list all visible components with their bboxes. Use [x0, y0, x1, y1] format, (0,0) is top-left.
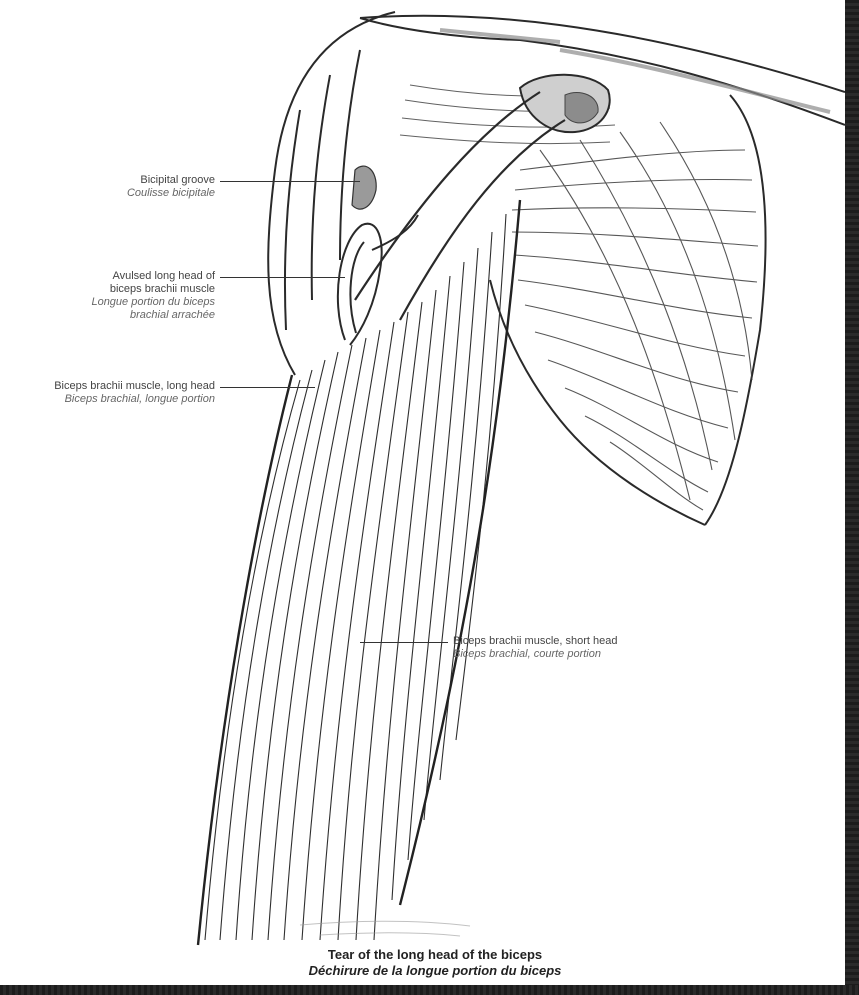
- leader-avulsed-long-head: [220, 277, 345, 278]
- caption-english: Tear of the long head of the biceps: [200, 947, 670, 963]
- label-short-head: Biceps brachii muscle, short head Biceps…: [453, 635, 683, 661]
- arm-contour: [198, 200, 520, 945]
- biceps-fibres: [205, 214, 506, 940]
- label-avulsed-long-head: Avulsed long head of biceps brachii musc…: [40, 270, 215, 322]
- label-long-head: Biceps brachii muscle, long head Biceps …: [0, 380, 215, 406]
- deltoid-outline: [268, 12, 395, 375]
- label-avulsed-en-2: biceps brachii muscle: [40, 283, 215, 296]
- leader-bicipital-groove: [220, 181, 360, 182]
- leader-long-head: [220, 387, 315, 388]
- label-bicipital-groove-en: Bicipital groove: [80, 174, 215, 187]
- lower-shadow: [300, 921, 470, 936]
- label-bicipital-groove-fr: Coulisse bicipitale: [80, 187, 215, 200]
- label-short-head-fr: Biceps brachial, courte portion: [453, 648, 683, 661]
- label-short-head-en: Biceps brachii muscle, short head: [453, 635, 683, 648]
- shoulder-anatomy-drawing: [0, 0, 845, 985]
- clavicle-shading: [440, 30, 830, 112]
- bicipital-groove-mark: [352, 166, 376, 209]
- humeral-head: [520, 75, 610, 132]
- leader-short-head: [360, 642, 448, 643]
- label-avulsed-fr-1: Longue portion du biceps: [40, 296, 215, 309]
- illustration-sheet: Bicipital groove Coulisse bicipitale Avu…: [0, 0, 845, 985]
- label-avulsed-fr-2: brachial arrachée: [40, 309, 215, 322]
- label-long-head-fr: Biceps brachial, longue portion: [0, 393, 215, 406]
- label-bicipital-groove: Bicipital groove Coulisse bicipitale: [80, 174, 215, 200]
- scapula-outline: [490, 95, 766, 525]
- scapula-fibres: [512, 122, 758, 510]
- figure-caption: Tear of the long head of the biceps Déch…: [200, 947, 670, 979]
- biceps-tendon-long: [355, 92, 565, 320]
- label-avulsed-en-1: Avulsed long head of: [40, 270, 215, 283]
- label-long-head-en: Biceps brachii muscle, long head: [0, 380, 215, 393]
- caption-french: Déchirure de la longue portion du biceps: [200, 963, 670, 979]
- frame-edge-right: [845, 0, 859, 995]
- frame-edge-bottom: [0, 985, 859, 995]
